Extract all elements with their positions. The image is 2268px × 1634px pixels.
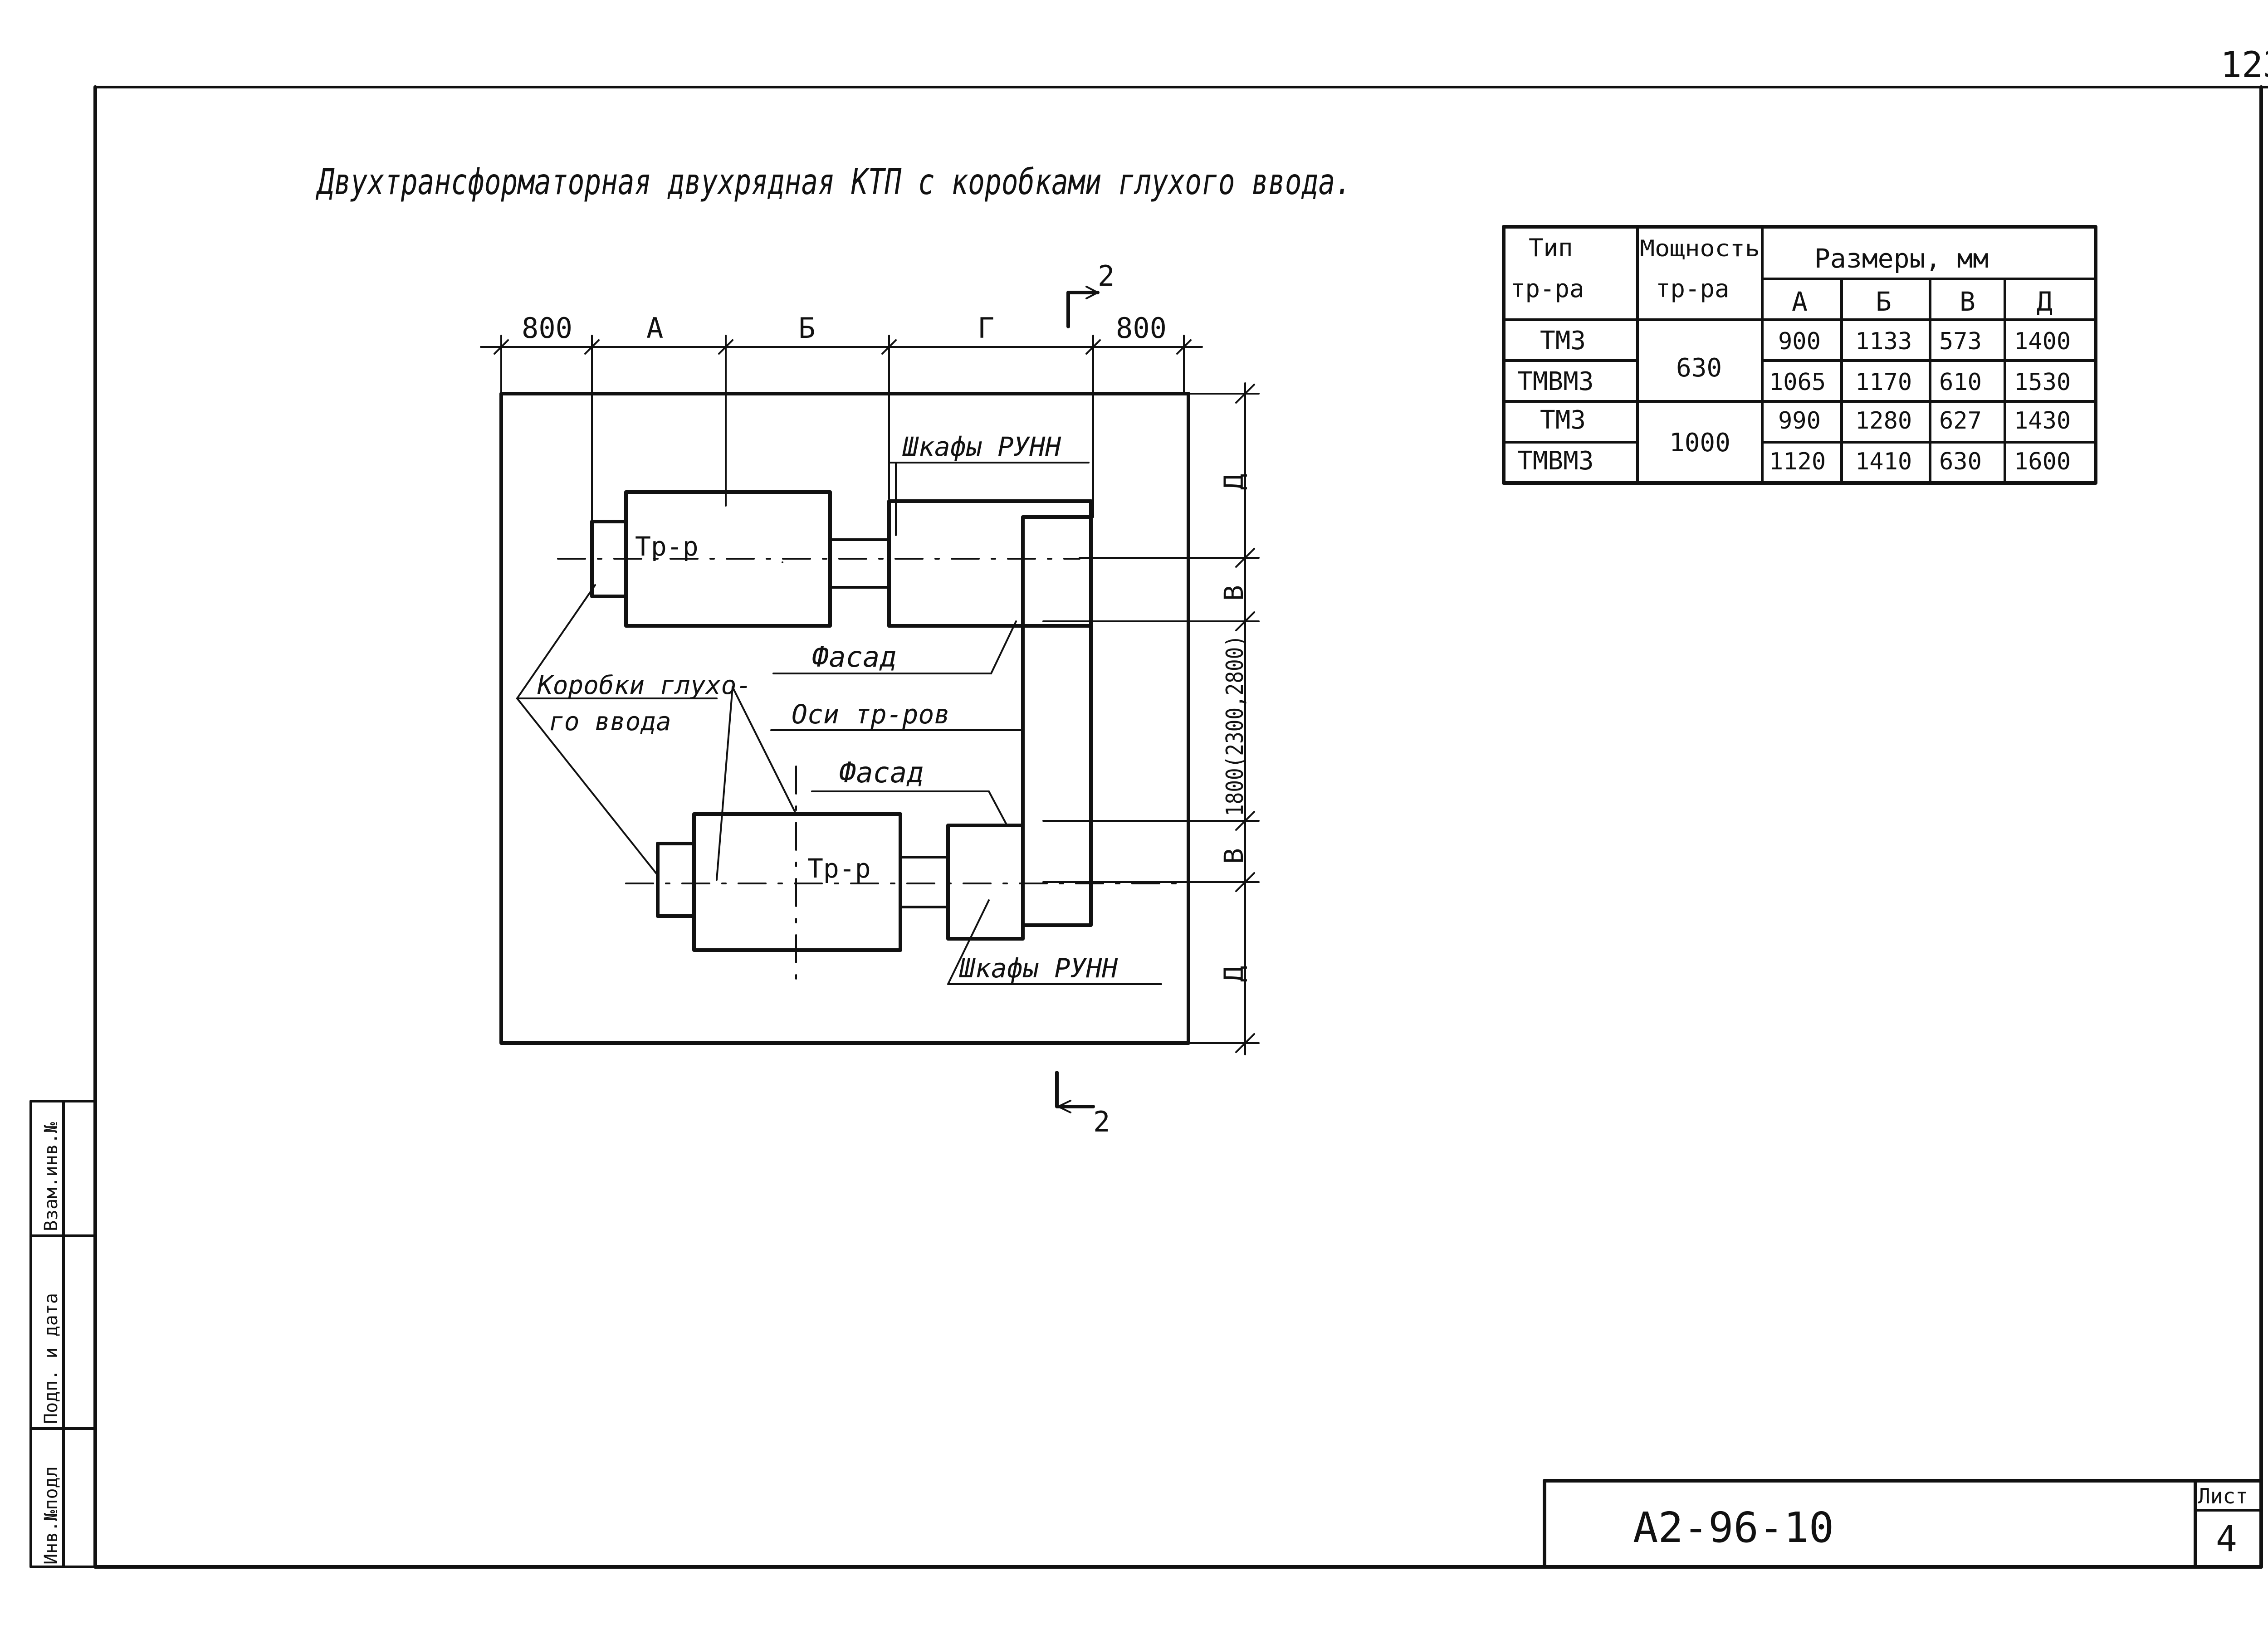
td-a-r4: 1120	[1769, 448, 1826, 475]
dim-side-d-bottom: Д	[1218, 966, 1249, 982]
td-v-r1: 573	[1939, 328, 1982, 355]
drawing-title: Двухтрансформаторная двухрядная КТП с ко…	[315, 162, 1352, 203]
section-mark-top: 2	[1098, 259, 1114, 293]
dim-top-800-left: 800	[522, 312, 572, 345]
doc-code: А2-96-10	[1633, 1503, 1834, 1552]
facade-bottom-label: Фасад	[839, 756, 924, 789]
boxes-label-1: Коробки глухо-	[537, 671, 752, 700]
th-col-d: Д	[2037, 286, 2053, 317]
td-b-r2: 1170	[1855, 369, 1912, 396]
th-power-2: тр-ра	[1656, 274, 1730, 303]
side-strip: Инв.№подл Подп. и дата Взам.инв.№	[29, 1100, 97, 1568]
th-type-2: тр-ра	[1510, 274, 1584, 303]
td-type-r1: ТМЗ	[1540, 326, 1586, 356]
dim-top-800-right: 800	[1116, 312, 1167, 345]
td-v-r2: 610	[1939, 369, 1982, 396]
td-type-r2: ТМВМЗ	[1517, 367, 1594, 396]
td-power-630: 630	[1676, 353, 1722, 383]
dim-side-middle: 1800(2300,2800)	[1222, 635, 1249, 816]
td-b-r3: 1280	[1855, 407, 1912, 434]
td-type-r4: ТМВМЗ	[1517, 446, 1594, 476]
section-mark-bottom: 2	[1093, 1105, 1110, 1138]
dimensions-table: Тип тр-ра Мощность тр-ра Размеры, мм А Б…	[1502, 225, 2097, 485]
cabinets-bottom-label: Шкафы РУНН	[959, 953, 1118, 984]
dim-side-d-top: Д	[1218, 474, 1249, 490]
entry-box-bottom	[656, 842, 696, 918]
room-outline	[499, 392, 1190, 1045]
cabinets-top-label: Шкафы РУНН	[902, 431, 1061, 462]
td-d-r1: 1400	[2014, 328, 2071, 355]
transformer-bottom-label: Тр-р	[807, 853, 871, 884]
cabinets-bottom	[946, 824, 1025, 941]
side-strip-replace: Взам.инв.№	[41, 1122, 62, 1231]
td-v-r4: 630	[1939, 448, 1982, 475]
entry-box-top	[590, 520, 628, 598]
transformer-top-label: Тр-р	[635, 531, 699, 562]
dim-top-a: А	[646, 312, 663, 345]
td-power-1000: 1000	[1669, 428, 1730, 458]
axes-label: Оси тр-ров	[792, 699, 950, 730]
side-strip-sign: Подп. и дата	[41, 1293, 62, 1424]
td-v-r3: 627	[1939, 407, 1982, 434]
td-d-r3: 1430	[2014, 407, 2071, 434]
side-strip-inv: Инв.№подл	[41, 1466, 62, 1565]
td-a-r2: 1065	[1769, 369, 1826, 396]
dim-top-b: Б	[798, 312, 815, 345]
td-b-r1: 1133	[1855, 328, 1912, 355]
td-d-r2: 1530	[2014, 369, 2071, 396]
sheet-number: 4	[2216, 1519, 2237, 1560]
dim-side-v-bottom: В	[1218, 848, 1249, 864]
cabinets-run	[1021, 515, 1093, 927]
th-sizes: Размеры, мм	[1814, 243, 1989, 274]
td-d-r4: 1600	[2014, 448, 2071, 475]
title-block: А2-96-10 Лист 4	[1543, 1479, 2263, 1569]
th-type-1: Тип	[1529, 234, 1573, 262]
th-col-v: В	[1960, 286, 1975, 317]
sheet-frame	[93, 85, 2268, 1569]
sheet-label: Лист	[2198, 1484, 2248, 1508]
td-a-r1: 900	[1778, 328, 1821, 355]
td-a-r3: 990	[1778, 407, 1821, 434]
boxes-label-2: го ввода	[549, 707, 671, 737]
page-number: 123	[2220, 45, 2268, 86]
td-type-r3: ТМЗ	[1540, 405, 1586, 435]
facade-top-label: Фасад	[812, 640, 897, 673]
cabinets-top	[887, 499, 1093, 628]
td-b-r4: 1410	[1855, 448, 1912, 475]
th-col-a: А	[1792, 286, 1808, 317]
dim-side-v-top: В	[1218, 585, 1249, 601]
th-power-1: Мощность	[1640, 235, 1760, 262]
substation-plan: 800 А Б Г 800 Д В 1800(2300,2800) В Д	[480, 259, 1260, 1138]
dim-top-g: Г	[978, 312, 994, 345]
th-col-b: Б	[1876, 286, 1892, 317]
